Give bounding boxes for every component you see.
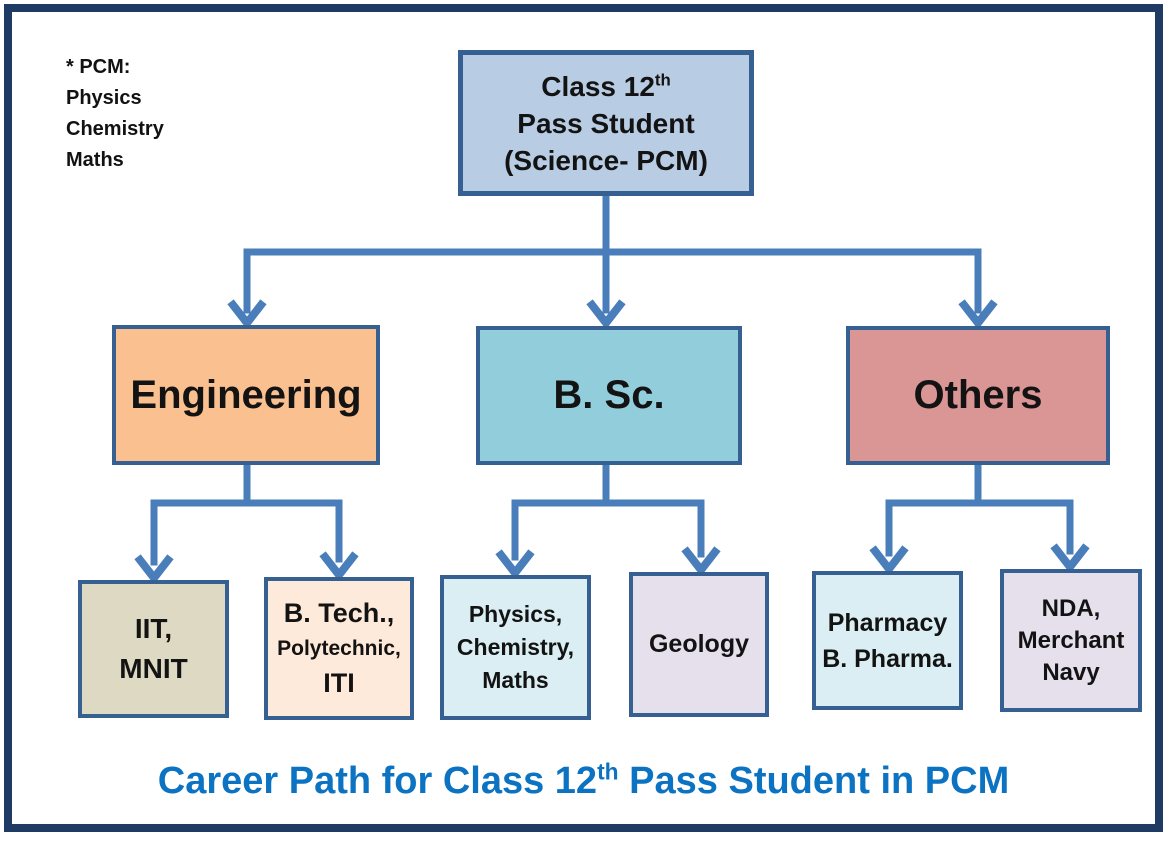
node-others: Others (846, 326, 1110, 465)
node-text: Class 12 (541, 70, 655, 102)
pcm-legend-line: Chemistry (66, 118, 164, 140)
arrowhead-iit-icon (134, 554, 174, 585)
superscript-th: th (597, 758, 619, 785)
node-pharmacy: Pharmacy B. Pharma. (812, 571, 963, 710)
node-physics-chemistry-maths: Physics, Chemistry, Maths (440, 575, 591, 720)
pcm-legend-line: Physics (66, 87, 142, 109)
node-line: B. Tech., (283, 598, 395, 628)
node-line: Class 12th (541, 68, 670, 105)
node-line: MNIT (119, 653, 188, 684)
caption-text: Pass Student in PCM (618, 760, 1010, 802)
node-class12-root: Class 12th Pass Student (Science- PCM) (458, 50, 754, 196)
arrowhead-others-icon (958, 299, 998, 330)
node-line: IIT, (134, 613, 173, 644)
arrowhead-engineering-icon (227, 299, 267, 330)
diagram-canvas: * PCM: Physics Chemistry Maths Class 12t… (12, 12, 1155, 824)
node-engineering: Engineering (112, 325, 380, 465)
arrowhead-pharmacy-icon (869, 545, 909, 576)
node-line: Geology (648, 630, 749, 658)
node-line: B. Sc. (553, 373, 665, 417)
diagram-outer-frame: * PCM: Physics Chemistry Maths Class 12t… (4, 4, 1163, 832)
superscript-th: th (654, 70, 671, 90)
node-line: B. Pharma. (822, 644, 953, 673)
arrowhead-btech-icon (319, 551, 359, 582)
node-line: Physics, (468, 601, 563, 627)
pcm-legend-line: Maths (66, 149, 124, 171)
node-line: Pharmacy (827, 608, 948, 637)
node-line: ITI (323, 668, 355, 698)
caption-text: Career Path for Class 12 (157, 760, 598, 802)
node-line: Pass Student (517, 107, 695, 139)
node-nda-merchant-navy: NDA, Merchant Navy (1000, 569, 1142, 712)
node-line: Chemistry, (456, 634, 575, 660)
node-line: Merchant (1017, 626, 1125, 654)
node-line: Navy (1042, 658, 1100, 686)
arrowhead-bsc-icon (586, 299, 626, 330)
pcm-legend-line: * PCM: (66, 56, 131, 78)
node-line: NDA, (1041, 594, 1101, 622)
node-bsc: B. Sc. (476, 326, 742, 465)
arrowhead-pcm-icon (495, 549, 535, 580)
node-geology: Geology (629, 572, 769, 717)
node-line: Engineering (130, 372, 362, 417)
node-line: Maths (482, 667, 549, 693)
arrowhead-nda-icon (1050, 543, 1090, 574)
node-line: Polytechnic, (277, 637, 401, 660)
node-iit-mnit: IIT, MNIT (78, 580, 229, 718)
node-line: Others (913, 373, 1043, 417)
pcm-legend-note: * PCM: Physics Chemistry Maths (66, 52, 164, 176)
arrowhead-geology-icon (681, 546, 721, 577)
node-line: (Science- PCM) (504, 144, 708, 176)
node-btech-polytechnic-iti: B. Tech., Polytechnic, ITI (264, 577, 414, 720)
diagram-caption: Career Path for Class 12th Pass Student … (12, 760, 1155, 803)
